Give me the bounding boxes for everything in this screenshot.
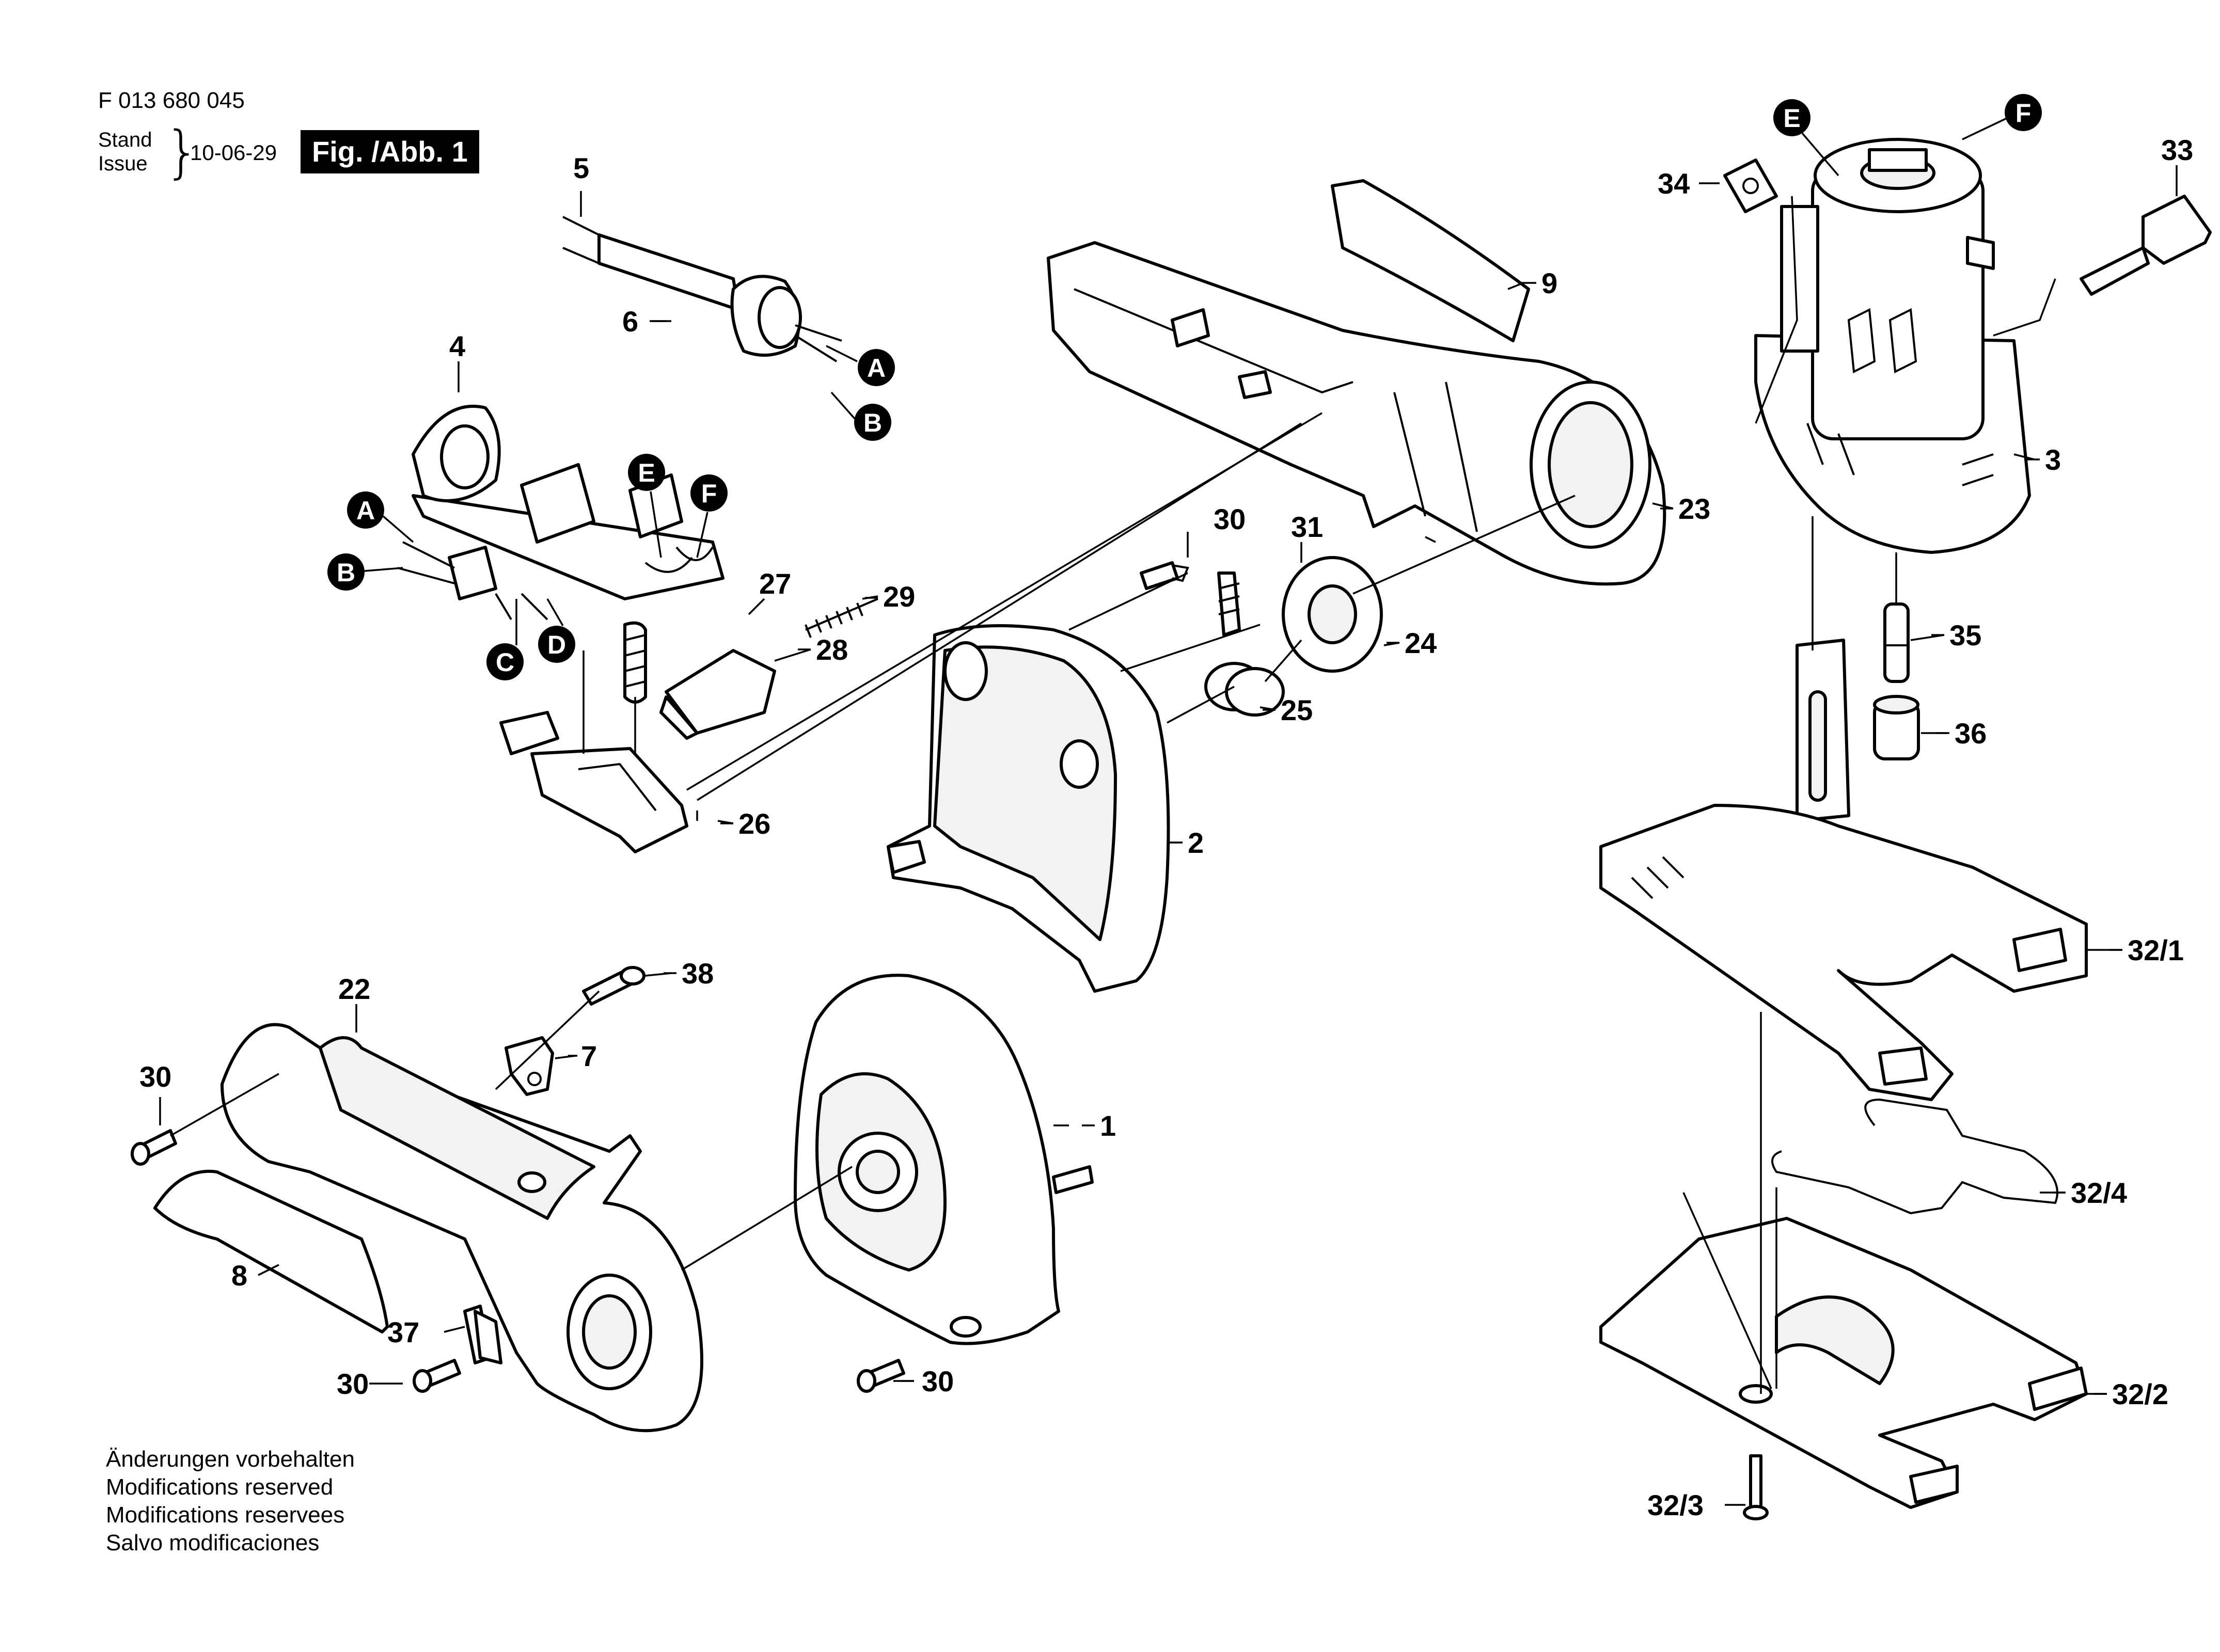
part-housing-23 (1047, 241, 1666, 586)
connector-letter: B (863, 408, 882, 437)
stand-issue-label: Stand Issue (98, 128, 152, 176)
stand-label: Stand (98, 129, 152, 151)
callout-29: 29 (883, 580, 915, 613)
part-33 (2080, 195, 2212, 296)
issue-date: 10-06-29 (190, 140, 277, 165)
callout-6: 6 (622, 305, 638, 338)
connector-e-pcb: E (628, 454, 665, 491)
callout-27: 27 (759, 567, 791, 600)
callout-36: 36 (1955, 717, 1987, 750)
leader-lines (170, 196, 2056, 1394)
callout-32-2: 32/2 (2112, 1378, 2168, 1410)
part-35-36 (1873, 602, 1920, 760)
connector-d-pcb: D (538, 626, 575, 663)
part-32-1 (1599, 639, 2088, 1101)
callout-labels: 1 2 3 4 5 6 7 8 9 22 23 24 25 26 27 28 2… (139, 134, 2193, 1521)
part-switch (499, 598, 878, 853)
part-32-3 (1743, 1454, 1769, 1520)
callout-22: 22 (338, 973, 370, 1005)
connector-a-cable: A (858, 349, 895, 386)
callout-dashes (568, 282, 2122, 1395)
part-32-4 (1771, 1098, 2058, 1215)
connector-badges: A B A B C D E F E F (327, 94, 2042, 680)
part-number: F 013 680 045 (98, 88, 245, 113)
note-en: Modifications reserved (106, 1474, 334, 1500)
connector-letter: F (2016, 99, 2032, 128)
callout-28: 28 (816, 633, 848, 666)
connector-letter: A (356, 496, 375, 525)
callout-30-spring: 30 (1214, 503, 1246, 535)
modification-notes: Änderungen vorbehalten Modifications res… (106, 1446, 355, 1557)
callout-37: 37 (387, 1316, 419, 1348)
note-fr: Modifications reservees (106, 1502, 345, 1528)
connector-f-motor: F (2005, 94, 2042, 131)
callout-5: 5 (573, 152, 589, 184)
connector-b-cable: B (854, 404, 891, 441)
callout-8: 8 (231, 1259, 247, 1292)
connector-letter: A (867, 354, 886, 383)
connector-letter: E (638, 458, 655, 487)
callout-9: 9 (1541, 267, 1557, 299)
connector-f-pcb: F (690, 474, 728, 512)
connector-letter: B (337, 558, 355, 587)
part-32-2 (1599, 1217, 2088, 1509)
note-es: Salvo modificaciones (106, 1530, 320, 1555)
connector-c-pcb: C (486, 643, 524, 680)
part-8 (153, 1169, 389, 1333)
part-pcb (397, 404, 725, 621)
note-de: Änderungen vorbehalten (106, 1447, 355, 1472)
callout-4: 4 (449, 330, 465, 362)
part-34 (1723, 158, 1778, 213)
part-small (463, 966, 645, 1364)
callout-1: 1 (1100, 1109, 1116, 1142)
connector-letter: C (496, 648, 514, 677)
callout-30-cap: 30 (922, 1365, 954, 1397)
callout-32-1: 32/1 (2128, 934, 2184, 966)
callout-23: 23 (1678, 493, 1710, 525)
callout-38: 38 (682, 957, 714, 990)
callout-33: 33 (2161, 134, 2193, 166)
callout-31: 31 (1291, 511, 1323, 543)
connector-a-pcb: A (347, 491, 384, 529)
connector-e-motor: E (1773, 99, 1810, 136)
screws-30 (131, 1129, 905, 1393)
issue-label: Issue (98, 152, 148, 175)
connector-letter: E (1783, 104, 1800, 133)
part-motor (1754, 138, 2031, 554)
part-cable (562, 216, 842, 362)
part-housing-2 (887, 624, 1170, 993)
figure-label: Fig. /Abb. 1 (301, 130, 479, 173)
callout-24: 24 (1405, 627, 1437, 659)
callout-2: 2 (1188, 827, 1204, 859)
part-9 (1331, 179, 1530, 342)
callout-30-bottom: 30 (337, 1368, 369, 1400)
brace-glyph: } (164, 119, 200, 185)
callout-32-3: 32/3 (1647, 1489, 1704, 1521)
part-endcap-1 (794, 974, 1094, 1345)
connector-letter: F (701, 479, 717, 508)
callout-34: 34 (1658, 167, 1690, 200)
part-handle-22 (221, 1023, 703, 1433)
callout-25: 25 (1281, 694, 1313, 726)
callout-3: 3 (2045, 443, 2061, 476)
callout-32-4: 32/4 (2071, 1177, 2127, 1209)
part-springs (1140, 556, 1383, 717)
callout-26: 26 (738, 807, 770, 840)
callout-30-handle: 30 (139, 1060, 171, 1093)
callout-7: 7 (581, 1040, 597, 1072)
connector-b-pcb: B (327, 553, 365, 591)
callout-35: 35 (1949, 619, 1981, 652)
connector-letter: D (547, 630, 566, 659)
